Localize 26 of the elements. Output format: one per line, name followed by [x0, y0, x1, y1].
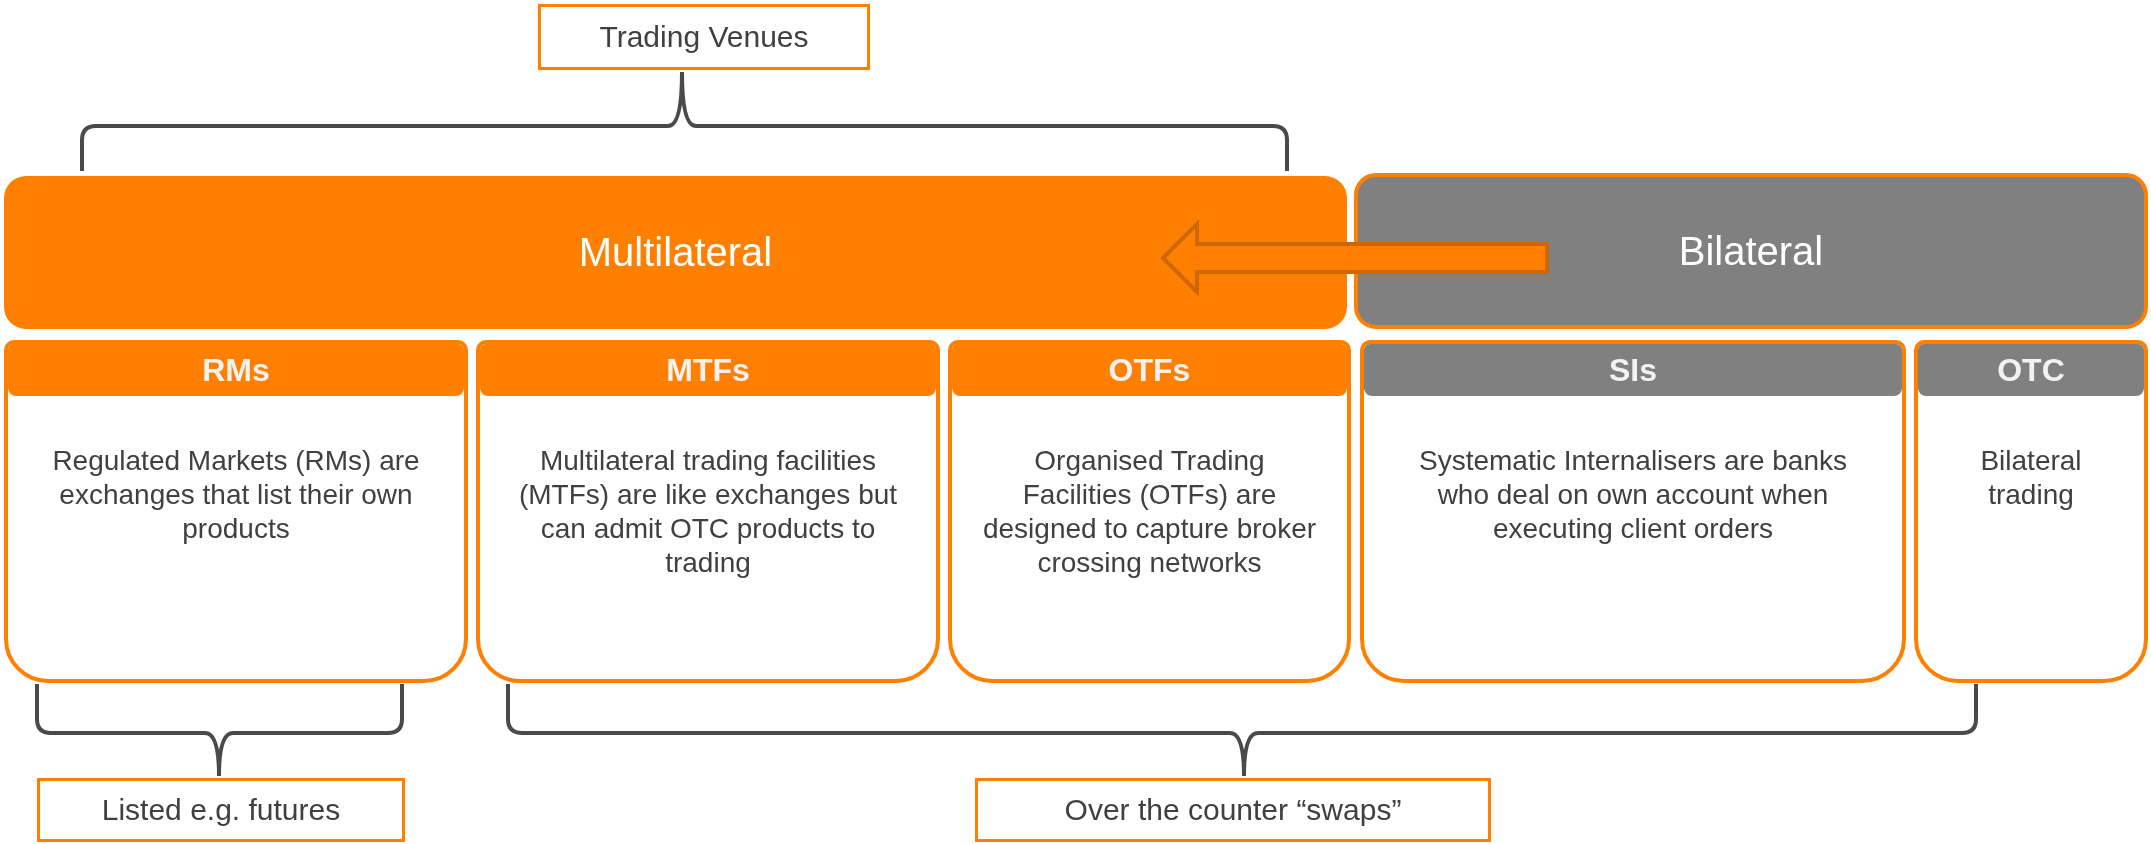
label-box — [37, 778, 405, 842]
card-header: OTFs — [952, 344, 1347, 396]
box-label: Listed e.g. futures — [101, 793, 341, 827]
card-description: Bilateral trading — [1979, 444, 2083, 512]
venue-card — [1914, 340, 2148, 683]
venue-card — [4, 340, 468, 683]
card-description: Systematic Internalisers are banks who deal on own account when executing client orders — [1418, 444, 1848, 546]
box-label: Over the counter “swaps” — [1064, 793, 1402, 827]
card-header: SIs — [1364, 344, 1902, 396]
category-band — [4, 176, 1347, 329]
card-description: Organised Trading Facilities (OTFs) are designed to capture broker crossing networks — [981, 444, 1318, 580]
card-header: MTFs — [480, 344, 936, 396]
band-title: Multilateral — [578, 230, 773, 275]
venue-card — [476, 340, 940, 683]
venue-card — [1360, 340, 1906, 683]
venue-card — [948, 340, 1351, 683]
card-description: Multilateral trading facilities (MTFs) are like exchanges but can admit OTC products to trading — [517, 444, 899, 580]
label-box — [975, 778, 1491, 842]
band-title: Bilateral — [1678, 228, 1824, 274]
card-header: OTC — [1918, 344, 2144, 396]
category-band — [1354, 173, 2148, 329]
box-label: Trading Venues — [599, 20, 809, 54]
block-arrow — [1160, 219, 1549, 297]
label-box — [538, 4, 870, 70]
card-description: Regulated Markets (RMs) are exchanges that list their own products — [51, 444, 421, 546]
card-header: RMs — [8, 344, 464, 396]
